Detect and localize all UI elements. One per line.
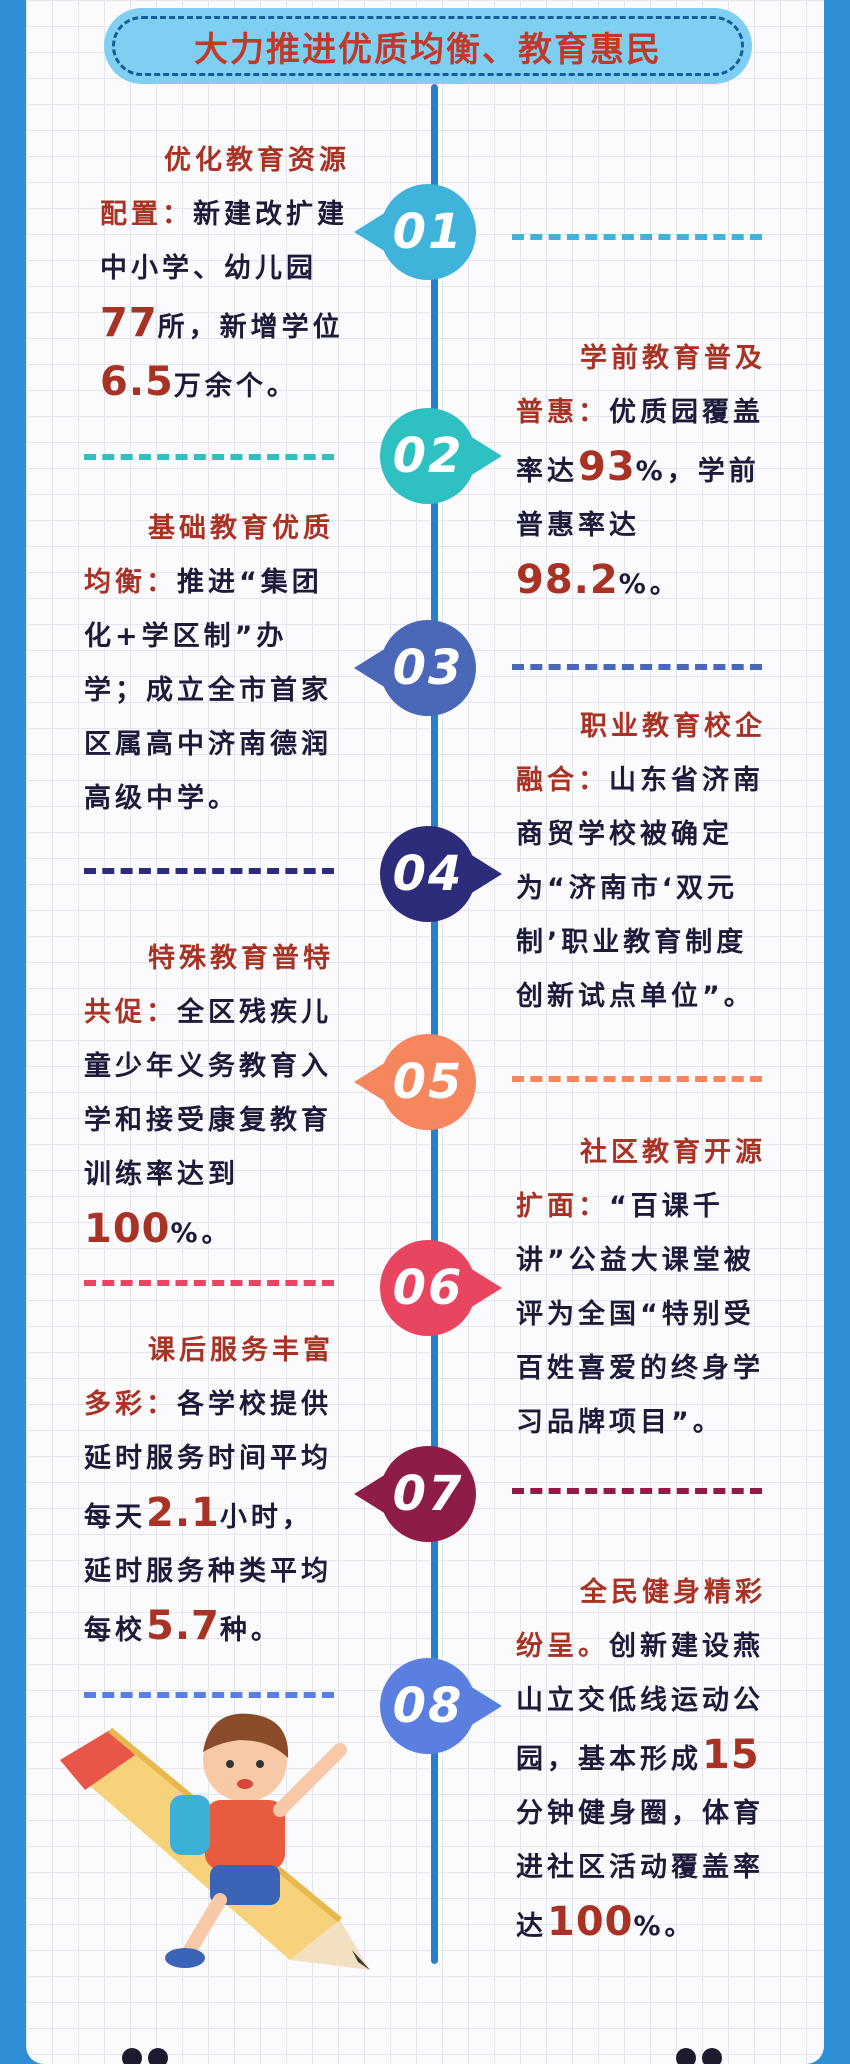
page-title: 大力推进优质均衡、教育惠民 bbox=[194, 29, 662, 70]
item-02-text: 学前教育普及 普惠：优质园覆盖率达93%，学前普惠率达 98.2%。 bbox=[516, 332, 766, 612]
item-06-body: “百课千讲”公益大课堂被评为全国“特别受百姓喜爱的终身学习品牌项目”。 bbox=[516, 1191, 764, 1438]
item-07-lead: 多彩： bbox=[84, 1389, 177, 1420]
item-03-dashed-divider bbox=[512, 664, 762, 670]
item-05-dashed-divider bbox=[512, 1076, 762, 1082]
item-01-number-1: 77 bbox=[100, 300, 158, 346]
item-08-number-badge: 08 bbox=[380, 1658, 502, 1754]
item-05-title: 特殊教育普特 bbox=[148, 943, 334, 974]
item-07-number-1: 2.1 bbox=[146, 1490, 220, 1536]
item-06-title: 社区教育开源 bbox=[580, 1137, 766, 1168]
item-05-text: 特殊教育普特 共促：全区残疾儿童少年义务教育入学和接受康复教育训练率达到 100%… bbox=[84, 932, 334, 1261]
item-03-number-badge: 03 bbox=[354, 620, 476, 716]
item-04-dashed-divider bbox=[84, 868, 334, 874]
item-07-body-a: 各学校提供延时服务时间平均每天 bbox=[84, 1389, 332, 1533]
item-04-body: 山东省济南商贸学校被确定为“济南市‘双元制’职业教育制度创新试点单位”。 bbox=[516, 765, 764, 1012]
item-07-title: 课后服务丰富 bbox=[148, 1335, 334, 1366]
item-03-body: 推进“集团化+学区制”办学；成立全市首家区属高中济南德润高级中学。 bbox=[84, 567, 332, 814]
item-01-number-badge: 01 bbox=[354, 184, 476, 280]
item-08-title: 全民健身精彩 bbox=[580, 1577, 766, 1608]
item-08-body-c: %。 bbox=[633, 1911, 696, 1942]
item-06-lead: 扩面： bbox=[516, 1191, 609, 1222]
item-08-lead: 纷呈。 bbox=[516, 1631, 609, 1662]
item-02-number-2: 98.2 bbox=[516, 557, 619, 603]
item-07-number-badge: 07 bbox=[354, 1446, 476, 1542]
item-04-number-badge: 04 bbox=[380, 826, 502, 922]
item-05-number-badge: 05 bbox=[354, 1034, 476, 1130]
item-07-text: 课后服务丰富 多彩：各学校提供延时服务时间平均每天2.1小时，延时服务种类平均每… bbox=[84, 1324, 334, 1658]
item-06-dashed-divider bbox=[84, 1280, 334, 1286]
item-02-body-c: %。 bbox=[618, 569, 681, 600]
item-04-text: 职业教育校企 融合：山东省济南商贸学校被确定为“济南市‘双元制’职业教育制度创新… bbox=[516, 700, 766, 1024]
item-08-number-1: 15 bbox=[702, 1732, 760, 1778]
item-07-dashed-divider bbox=[512, 1488, 762, 1494]
child-on-pencil-illustration bbox=[60, 1713, 370, 1970]
item-07-number-2: 5.7 bbox=[146, 1603, 220, 1649]
item-07-body-c: 种。 bbox=[219, 1615, 282, 1646]
item-05-lead: 共促： bbox=[84, 997, 177, 1028]
item-01-lead: 配置： bbox=[100, 199, 193, 230]
item-01-body-c: 万余个。 bbox=[173, 371, 298, 402]
item-02-body-a: 优质园覆盖率达 bbox=[516, 397, 764, 487]
item-07-body-b: 小时，延时服务种类平均每校 bbox=[84, 1502, 332, 1646]
header-banner-border: 大力推进优质均衡、教育惠民 bbox=[112, 16, 744, 76]
item-02-lead: 普惠： bbox=[516, 397, 609, 428]
item-01-body-b: 所，新增学位 bbox=[157, 312, 344, 343]
item-01-number-2: 6.5 bbox=[100, 359, 174, 405]
item-02-body-b: %，学前普惠率达 bbox=[516, 456, 760, 541]
item-06-number-badge: 06 bbox=[380, 1240, 502, 1336]
item-08-body-b: 分钟健身圈，体育进社区活动覆盖率达 bbox=[516, 1798, 764, 1942]
item-04-title: 职业教育校企 bbox=[580, 711, 766, 742]
item-08-number-2: 100 bbox=[547, 1899, 634, 1945]
item-06-text: 社区教育开源 扩面：“百课千讲”公益大课堂被评为全国“特别受百姓喜爱的终身学习品… bbox=[516, 1126, 766, 1450]
item-03-lead: 均衡： bbox=[84, 567, 177, 598]
item-08-text: 全民健身精彩 纷呈。创新建设燕山立交低线运动公园，基本形成15 分钟健身圈，体育进… bbox=[516, 1566, 766, 1954]
item-03-title: 基础教育优质 bbox=[148, 513, 334, 544]
bottom-binding-ring-left bbox=[122, 2048, 168, 2064]
timeline-spine bbox=[431, 84, 438, 1964]
item-04-lead: 融合： bbox=[516, 765, 609, 796]
item-01-body-a: 新建改扩建中小学、幼儿园 bbox=[100, 199, 348, 284]
item-01-text: 优化教育资源 配置：新建改扩建中小学、幼儿园 77所，新增学位 6.5万余个。 bbox=[100, 134, 350, 414]
header-banner: 大力推进优质均衡、教育惠民 bbox=[104, 8, 752, 84]
grid-paper-background bbox=[26, 0, 824, 2064]
item-02-number-1: 93 bbox=[578, 444, 636, 490]
child-figure-icon bbox=[165, 1713, 347, 1968]
item-08-body-a: 创新建设燕山立交低线运动公园，基本形成 bbox=[516, 1631, 764, 1775]
item-01-title: 优化教育资源 bbox=[164, 145, 350, 176]
item-03-text: 基础教育优质 均衡：推进“集团化+学区制”办学；成立全市首家区属高中济南德润高级… bbox=[84, 502, 334, 826]
item-05-body-b: %。 bbox=[170, 1218, 233, 1249]
item-01-dashed-divider bbox=[512, 234, 762, 240]
item-02-dashed-divider bbox=[84, 454, 334, 460]
bottom-binding-ring-right bbox=[676, 2048, 722, 2064]
item-05-number-1: 100 bbox=[84, 1206, 171, 1252]
item-02-title: 学前教育普及 bbox=[580, 343, 766, 374]
item-08-dashed-divider bbox=[84, 1692, 334, 1698]
item-02-number-badge: 02 bbox=[380, 408, 502, 504]
item-05-body-a: 全区残疾儿童少年义务教育入学和接受康复教育训练率达到 bbox=[84, 997, 332, 1190]
